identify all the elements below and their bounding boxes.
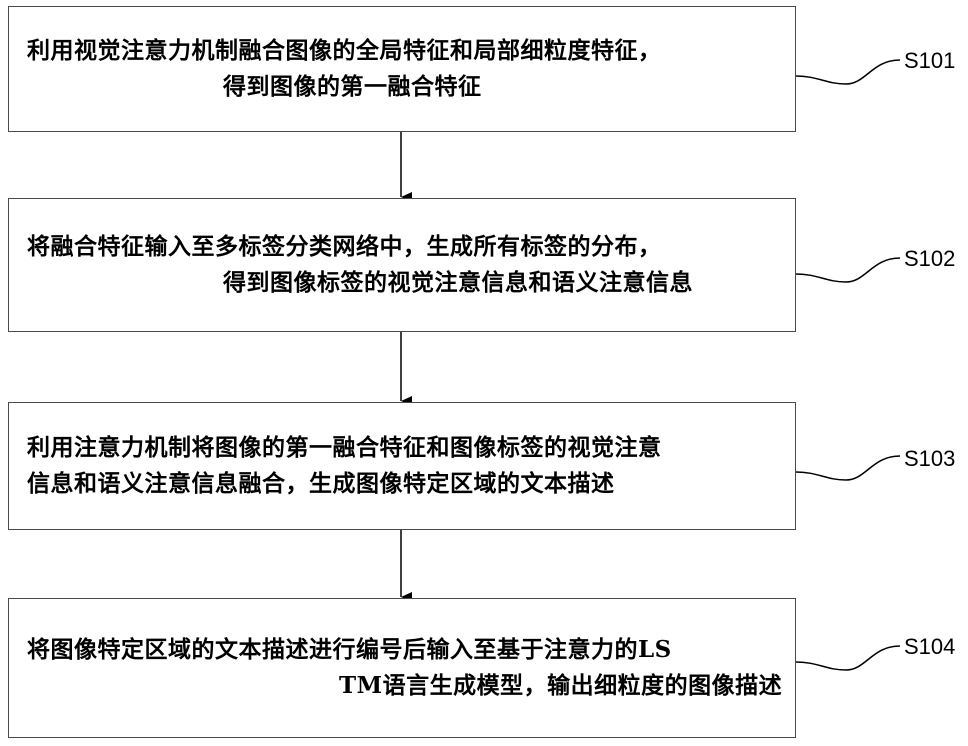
step-s104-line-2: TM语言生成模型，输出细粒度的图像描述 (27, 668, 785, 704)
leader-line-s103 (796, 456, 900, 480)
step-box-s103: 利用注意力机制将图像的第一融合特征和图像标签的视觉注意 信息和语义注意信息融合，… (8, 402, 796, 530)
step-id-s104: S104 (904, 634, 955, 660)
step-id-s103: S103 (904, 446, 955, 472)
leader-line-s102 (796, 258, 900, 282)
step-s103-line-1: 利用注意力机制将图像的第一融合特征和图像标签的视觉注意 (27, 430, 785, 466)
step-s103-line-2: 信息和语义注意信息融合，生成图像特定区域的文本描述 (27, 466, 785, 502)
step-s101-line-2: 得到图像的第一融合特征 (27, 69, 785, 105)
step-id-s102: S102 (904, 246, 955, 272)
step-s104-line-1: 将图像特定区域的文本描述进行编号后输入至基于注意力的LS (27, 632, 785, 668)
step-s101-line-1: 利用视觉注意力机制融合图像的全局特征和局部细粒度特征， (27, 33, 785, 69)
step-box-s101: 利用视觉注意力机制融合图像的全局特征和局部细粒度特征， 得到图像的第一融合特征 (8, 6, 796, 132)
step-id-s101: S101 (904, 48, 955, 74)
step-s102-line-2: 得到图像标签的视觉注意信息和语义注意信息 (27, 265, 785, 301)
step-box-s102: 将融合特征输入至多标签分类网络中，生成所有标签的分布， 得到图像标签的视觉注意信… (8, 198, 796, 332)
step-s102-line-1: 将融合特征输入至多标签分类网络中，生成所有标签的分布， (27, 229, 785, 265)
step-box-s104: 将图像特定区域的文本描述进行编号后输入至基于注意力的LS TM语言生成模型，输出… (8, 598, 796, 738)
leader-line-s104 (796, 646, 900, 670)
leader-line-s101 (796, 60, 900, 84)
